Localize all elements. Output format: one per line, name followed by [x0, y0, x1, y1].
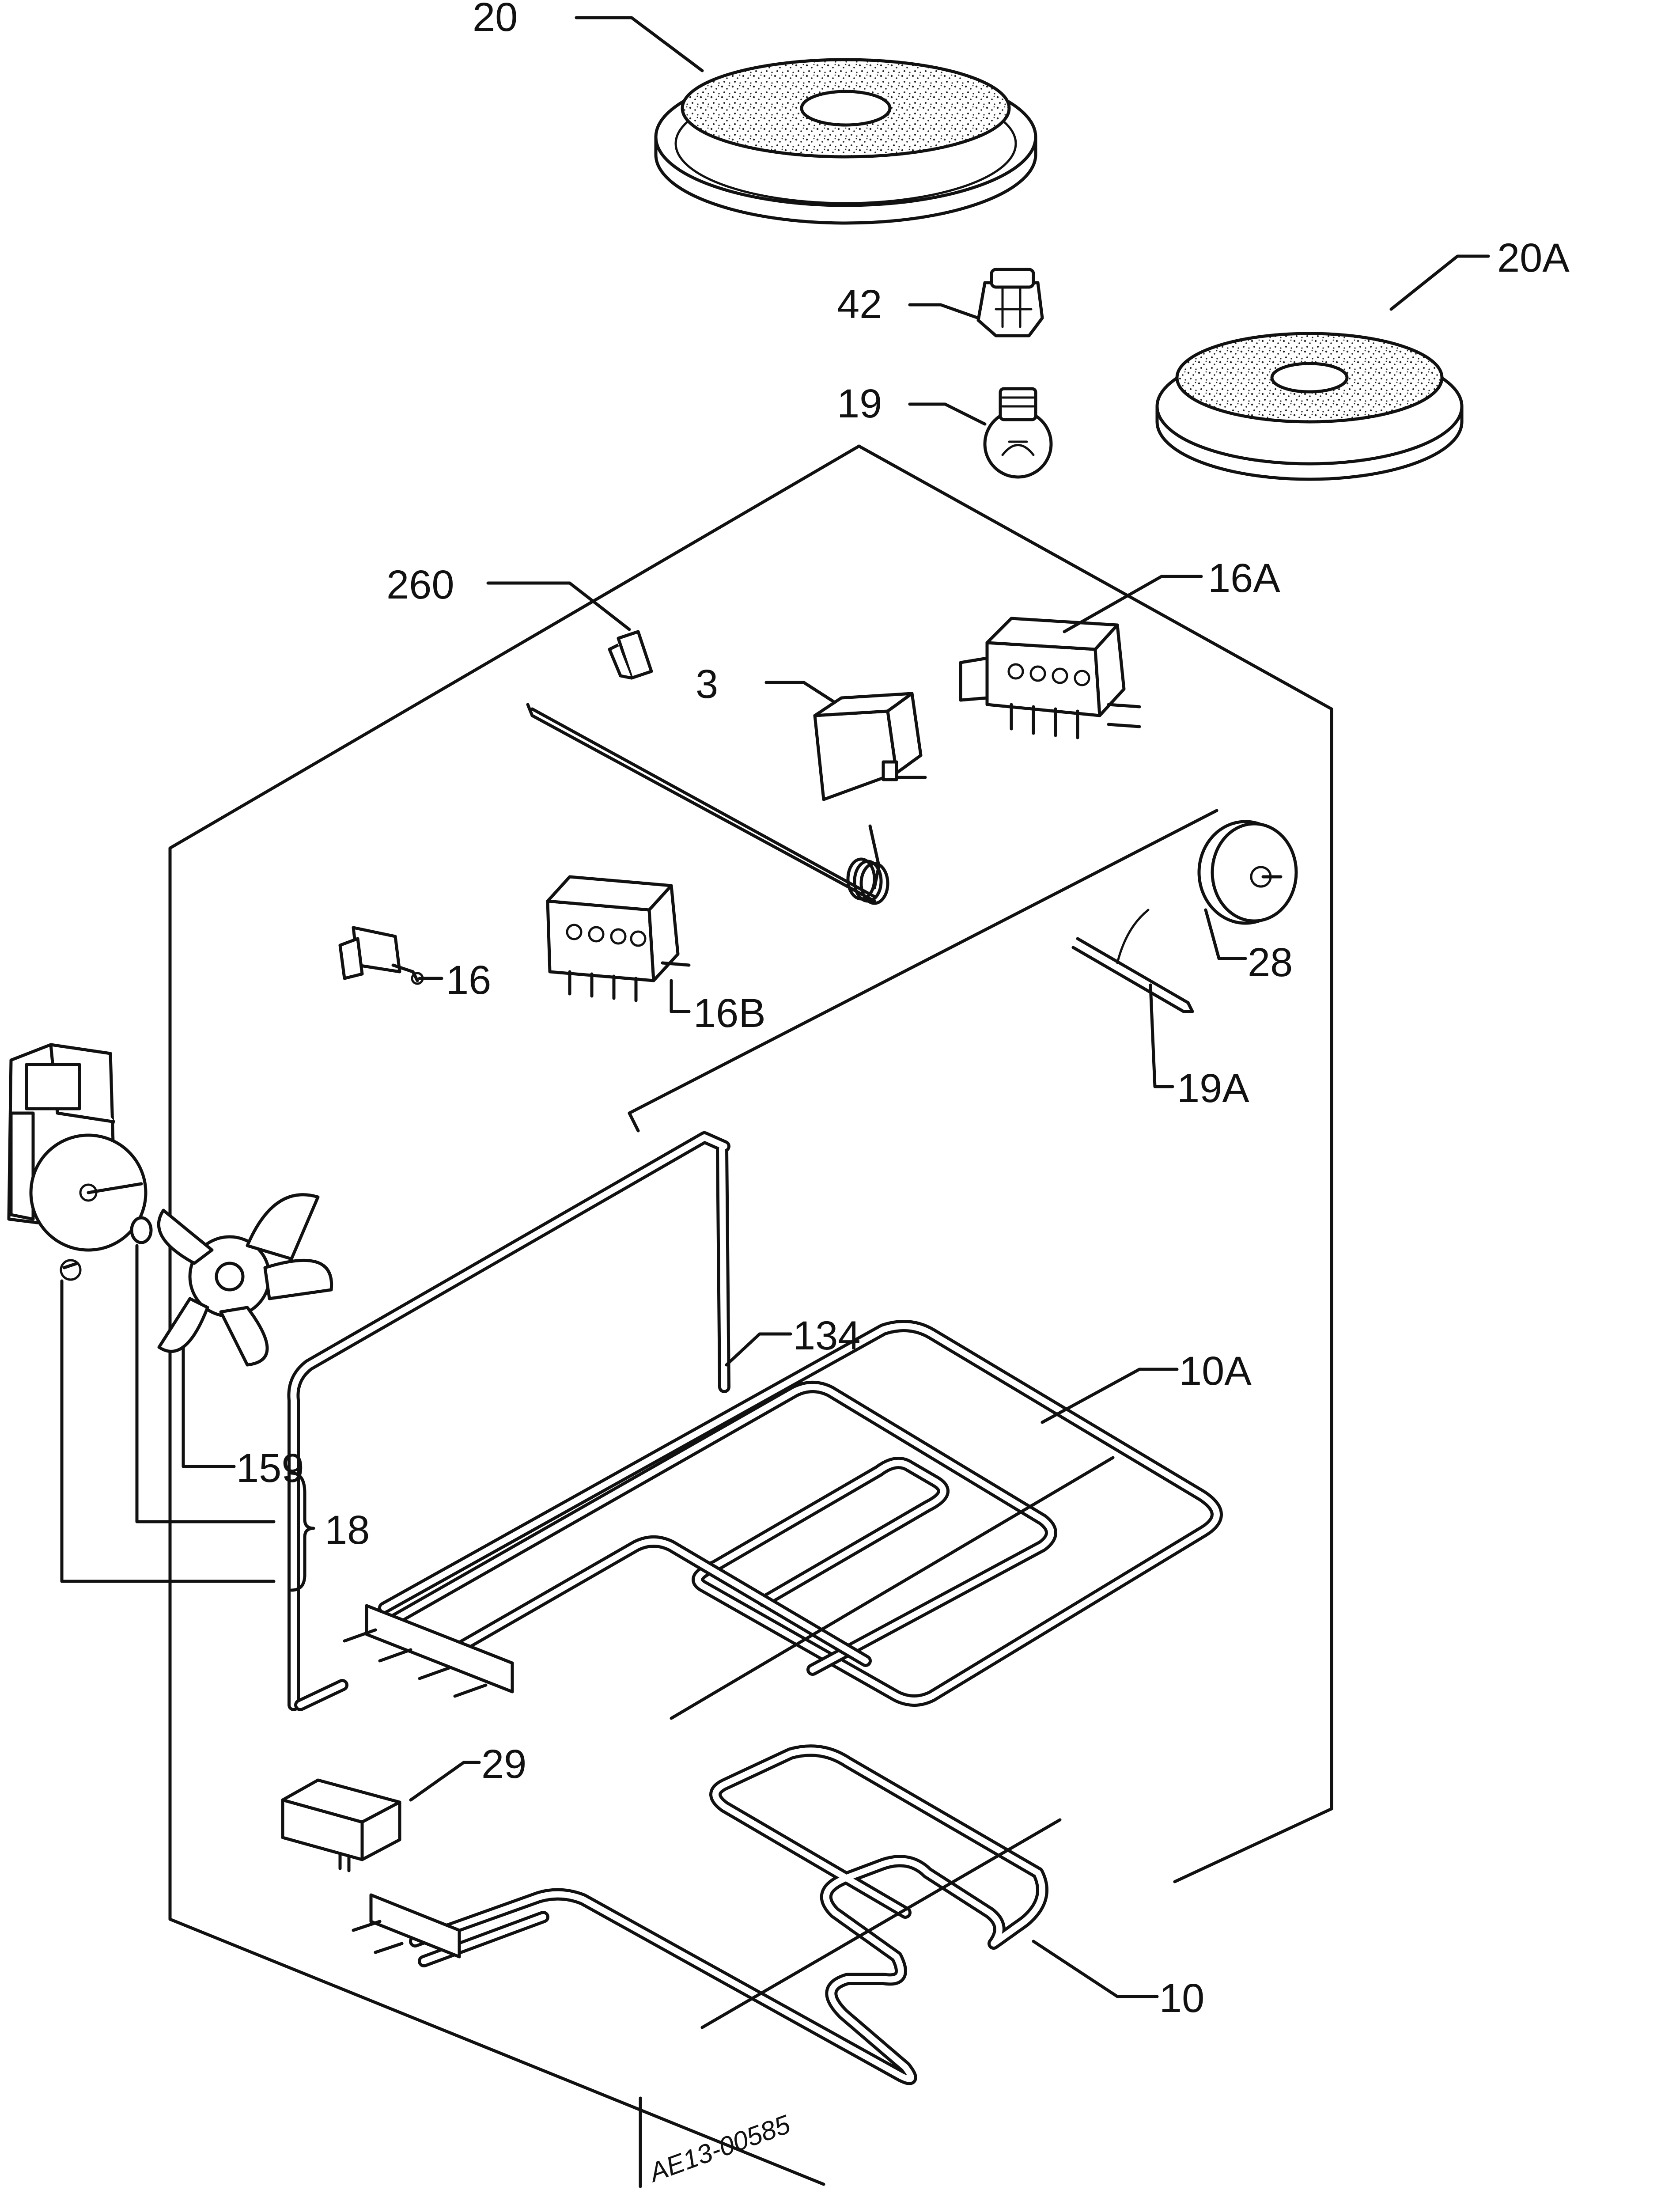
bottom-element-part-10: [352, 1744, 1062, 2085]
lamp-bulb-part-19: [983, 387, 1053, 479]
callout-159: 159: [236, 1446, 304, 1491]
thermostat-part-3: [526, 692, 927, 905]
callout-3: 3: [696, 662, 718, 707]
callout-260: 260: [386, 562, 454, 607]
callout-16B: 16B: [693, 991, 766, 1036]
switch-part-16B: [546, 875, 691, 1002]
callout-10A: 10A: [1179, 1349, 1252, 1394]
callout-20: 20: [473, 0, 518, 40]
callout-134: 134: [793, 1313, 861, 1358]
callout-10: 10: [1159, 1976, 1204, 2021]
timer-motor-part-28: [1197, 820, 1298, 925]
oven-cabinet-outline: [168, 444, 1333, 2188]
callout-16: 16: [446, 958, 491, 1003]
clip-part-260: [608, 630, 653, 680]
callout-28: 28: [1248, 940, 1293, 985]
fan-blade-part-159: [157, 1193, 333, 1367]
lamp-holder-part-42: [976, 268, 1044, 337]
callout-29: 29: [481, 1742, 526, 1787]
terminal-block-part-29: [281, 1778, 401, 1872]
callout-19: 19: [837, 381, 882, 426]
push-switch-part-16: [338, 926, 424, 985]
leader-lines: [60, 16, 1490, 1998]
grill-element-part-10A: [343, 1320, 1223, 1720]
callout-20A: 20A: [1497, 235, 1570, 280]
rear-element-part-134: [287, 1131, 730, 1711]
hotplate-part-20: [654, 58, 1037, 225]
hotplate-part-20A: [1155, 332, 1464, 481]
sensor-probe-part-19A: [1071, 909, 1194, 1013]
switch-part-16A: [959, 617, 1141, 739]
washer-part: [130, 1216, 153, 1244]
fan-motor-part-18: [7, 1043, 148, 1281]
callout-18: 18: [325, 1508, 370, 1553]
callout-16A: 16A: [1208, 556, 1280, 601]
callout-42: 42: [837, 282, 882, 327]
callout-19A: 19A: [1177, 1066, 1249, 1111]
